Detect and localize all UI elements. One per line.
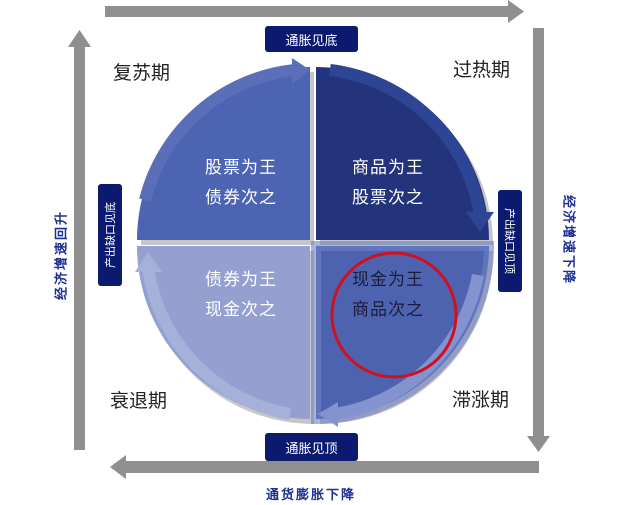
quadrant-text-bottom-right: 现金为王 商品次之 [343, 265, 433, 325]
quadrant-bottom-left [137, 246, 310, 419]
quadrant-top-left-line1: 股票为王 [205, 158, 277, 178]
badge-inflation-bottom: 通胀见底 [265, 26, 358, 52]
highlight-circle [330, 251, 458, 379]
frame-bottom-arrow [110, 455, 539, 479]
quadrant-top-right [316, 67, 489, 240]
quadrant-bottom-right-line1: 现金为王 [352, 270, 424, 290]
phase-overheat: 过热期 [453, 59, 511, 81]
quadrant-bottom-right-line2: 商品次之 [352, 300, 424, 320]
badge-output-gap-bottom-label: 产出缺口见底 [104, 202, 117, 268]
frame-top-arrow [105, 0, 524, 23]
phase-recession: 衰退期 [110, 390, 168, 412]
frame-right-arrow [527, 28, 550, 452]
badge-output-gap-top-label: 产出缺口见顶 [503, 208, 516, 274]
axis-label-right: 经济增速下降 [560, 194, 576, 286]
quadrant-text-top-right: 商品为王 股票次之 [343, 153, 433, 213]
quadrant-top-left-line2: 债券次之 [205, 188, 277, 208]
frame-left-arrow [68, 30, 91, 450]
badge-output-gap-top: 产出缺口见顶 [498, 190, 522, 292]
quadrant-top-right-line2: 股票次之 [352, 188, 424, 208]
quadrant-top-left [137, 67, 310, 240]
phase-stagflation: 滞涨期 [452, 389, 510, 411]
cycle-arrow-top-left [139, 58, 310, 202]
axis-label-left: 经济增速回升 [54, 209, 70, 301]
quadrant-text-bottom-left: 债券为王 现金次之 [196, 265, 286, 325]
badge-inflation-top: 通胀见顶 [265, 433, 358, 461]
cycle-arrow-top-right [329, 64, 494, 232]
axis-label-bottom: 通货膨胀下降 [266, 488, 357, 503]
quadrant-top-right-line1: 商品为王 [352, 158, 424, 178]
phase-recovery: 复苏期 [113, 62, 171, 84]
quadrant-bottom-right [316, 246, 489, 419]
quadrant-text-top-left: 股票为王 债券次之 [196, 153, 286, 213]
quadrant-bottom-left-line1: 债券为王 [205, 270, 277, 290]
cycle-arrow-bottom-left [135, 252, 292, 420]
quadrant-bottom-left-line2: 现金次之 [205, 300, 277, 320]
badge-output-gap-bottom: 产出缺口见底 [98, 184, 122, 286]
